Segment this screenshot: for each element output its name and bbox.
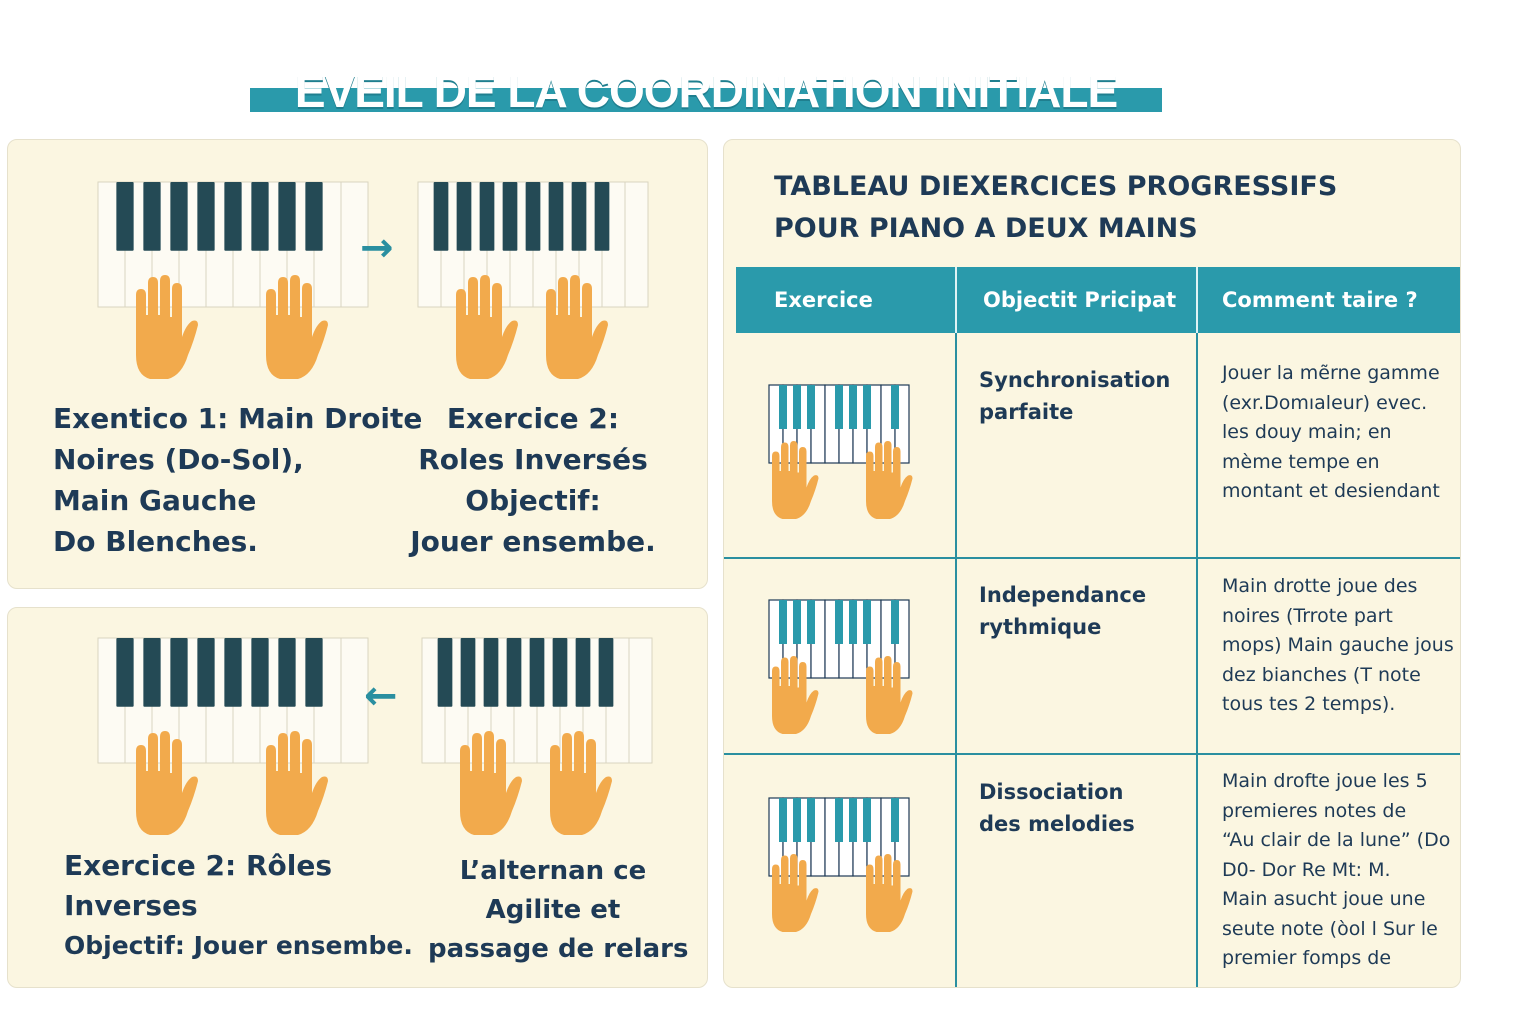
page-title-banner: EVEIL DE LA COORDINATION INITIALE [250, 65, 1162, 117]
title-underline-band [250, 88, 1162, 112]
arrow-left-icon: ← [364, 673, 398, 719]
piano-hands-thumbnail [768, 384, 913, 519]
column-divider [955, 333, 957, 987]
piano-keyboard-icon [97, 181, 369, 308]
instruction-line: montant et desiendant [1222, 480, 1440, 502]
instruction-line: (exr.Domıaleur) evec. [1222, 391, 1428, 414]
piano-keyboard-icon [97, 637, 369, 764]
objective-cell: Dissociation des melodies [979, 776, 1135, 840]
objective-cell: Independance rythmique [979, 579, 1146, 643]
hand-icon [772, 854, 819, 932]
piano-hands-illustration-2 [417, 181, 649, 379]
header-divider [955, 267, 957, 333]
column-divider [1196, 333, 1198, 987]
piano-hands-illustration-4 [421, 637, 653, 835]
header-divider [1196, 267, 1198, 333]
row-divider [724, 557, 1460, 559]
column-header-comment: Comment taire ? [1222, 288, 1418, 312]
exercise-roles-caption: Exercice 2: Rôles Inverses Objectif: Jou… [64, 846, 413, 966]
instruction-line: Main drofte joue les 5 [1222, 770, 1428, 792]
hand-icon [866, 441, 913, 519]
instruction-line: mème tempe en [1222, 450, 1380, 473]
instruction-line: mops) Main gauche jous [1222, 634, 1454, 656]
caption-line: Do Blenches. [53, 525, 258, 558]
objective-line: rythmique [979, 615, 1102, 639]
hand-icon [136, 731, 198, 835]
alternance-caption: L’alternan ce Agilite et passage de rela… [428, 852, 689, 969]
instruction-line: Main asucht joue une [1222, 888, 1426, 910]
piano-hands-illustration-3 [97, 637, 369, 835]
caption-line: Objectif: [465, 484, 601, 517]
instruction-line: D0- Dor Re Mt: M. [1222, 858, 1391, 881]
hand-icon [550, 731, 612, 835]
piano-hands-thumbnail [768, 797, 913, 932]
objective-line: des melodies [979, 812, 1135, 836]
instruction-line: Main drotte joue des [1222, 575, 1418, 597]
table-title-line: POUR PIANO A DEUX MAINS [774, 213, 1198, 244]
piano-keyboard-icon [417, 181, 649, 308]
hand-icon [266, 731, 328, 835]
column-header-objectif: Objectit Pricipat [983, 288, 1177, 312]
instruction-line: Jouer la mẽrne gamme [1222, 362, 1440, 384]
hand-icon [456, 275, 518, 379]
piano-hands-thumbnail [768, 599, 913, 734]
instruction-line: premieres notes de [1222, 799, 1407, 822]
hand-icon [772, 656, 819, 734]
exercise-1-caption: Exentico 1: Main Droite Noires (Do-Sol),… [53, 398, 422, 562]
caption-line: Exentico 1: Main Droite [53, 402, 423, 435]
row-divider [724, 753, 1460, 755]
piano-hands-illustration-1 [97, 181, 369, 379]
caption-line: Noires (Do-Sol), [53, 443, 304, 476]
table-title: TABLEAU DIEXERCICES PROGRESSIFS POUR PIA… [774, 166, 1337, 250]
instructions-cell: Main drotte joue des noires (Trrote part… [1222, 572, 1454, 720]
hand-icon [772, 441, 819, 519]
caption-line: Exercice 2: Rôles [64, 849, 332, 882]
hand-icon [460, 731, 522, 835]
column-header-exercice: Exercice [774, 288, 873, 312]
instruction-line: noires (Trrote part [1222, 604, 1393, 627]
hand-icon [866, 656, 913, 734]
caption-line: Roles Inversés [418, 443, 648, 476]
instruction-line: les douy main; en [1222, 421, 1392, 443]
exercise-panel-bottom: ← Exercice 2: Rôles Inverses Objectif: J… [7, 607, 708, 988]
caption-line: Jouer ensembe. [410, 525, 656, 558]
piano-keyboard-icon [768, 384, 910, 464]
caption-line: Main Gauche [53, 484, 257, 517]
instructions-cell: Jouer la mẽrne gamme (exr.Domıaleur) eve… [1222, 359, 1440, 507]
table-title-line: TABLEAU DIEXERCICES PROGRESSIFS [774, 171, 1338, 202]
caption-line: L’alternan ce [459, 856, 647, 886]
instruction-line: “Au clair de la lune” (Do [1222, 829, 1451, 851]
objective-cell: Synchronisation parfaite [979, 364, 1170, 428]
instruction-line: tous tes 2 temps). [1222, 693, 1396, 715]
piano-keyboard-icon [421, 637, 653, 764]
instruction-line: seute note (òol l Sur le [1222, 917, 1438, 940]
piano-keyboard-icon [768, 599, 910, 679]
exercise-2-caption: Exercice 2: Roles Inversés Objectif: Jou… [408, 398, 658, 562]
hand-icon [546, 275, 608, 379]
hand-icon [136, 275, 198, 379]
caption-line: Exercice 2: [446, 402, 620, 435]
instructions-cell: Main drofte joue les 5 premieres notes d… [1222, 767, 1450, 974]
caption-line: passage de relars [428, 934, 689, 964]
exercise-panel-top: → Exentico 1: Main Droite Noires (Do-Sol… [7, 139, 708, 589]
arrow-right-icon: → [360, 225, 394, 271]
hand-icon [266, 275, 328, 379]
hand-icon [866, 854, 913, 932]
objective-line: Dissociation [979, 780, 1124, 804]
objective-line: parfaite [979, 400, 1074, 424]
objective-line: Synchronisation [979, 368, 1171, 392]
caption-line: Objectif: Jouer ensembe. [64, 931, 413, 960]
instruction-line: dez bianches (T note [1222, 663, 1421, 686]
page-title: EVEIL DE LA COORDINATION INITIALE [294, 65, 1118, 117]
caption-line: Inverses [64, 889, 198, 922]
caption-line: Agilite et [485, 895, 621, 925]
instruction-line: premier fomps de [1222, 947, 1392, 969]
objective-line: Independance [979, 583, 1147, 607]
table-header-row: Exercice Objectit Pricipat Comment taire… [736, 267, 1460, 333]
exercise-table-panel: TABLEAU DIEXERCICES PROGRESSIFS POUR PIA… [723, 139, 1461, 988]
